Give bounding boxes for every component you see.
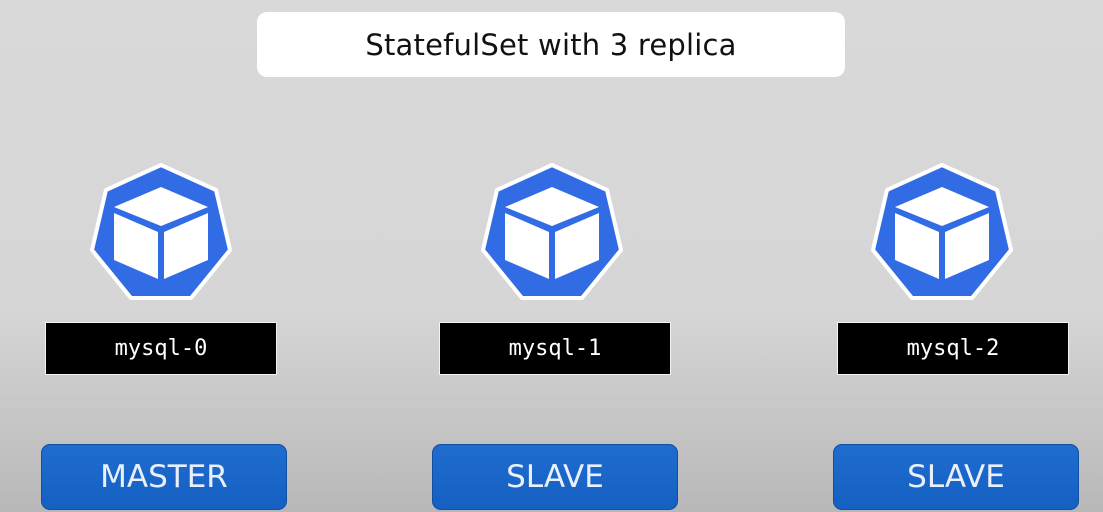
pod-icon	[90, 163, 232, 300]
pod-icon	[871, 163, 1013, 300]
pod-name-label: mysql-1	[439, 322, 671, 375]
diagram-title: StatefulSet with 3 replica	[257, 12, 845, 77]
role-badge-master: MASTER	[41, 444, 287, 510]
pod-name-label: mysql-2	[837, 322, 1069, 375]
pod-icon	[481, 163, 623, 300]
pod-name-label: mysql-0	[45, 322, 277, 375]
role-badge-slave: SLAVE	[833, 444, 1079, 510]
role-badge-slave: SLAVE	[432, 444, 678, 510]
